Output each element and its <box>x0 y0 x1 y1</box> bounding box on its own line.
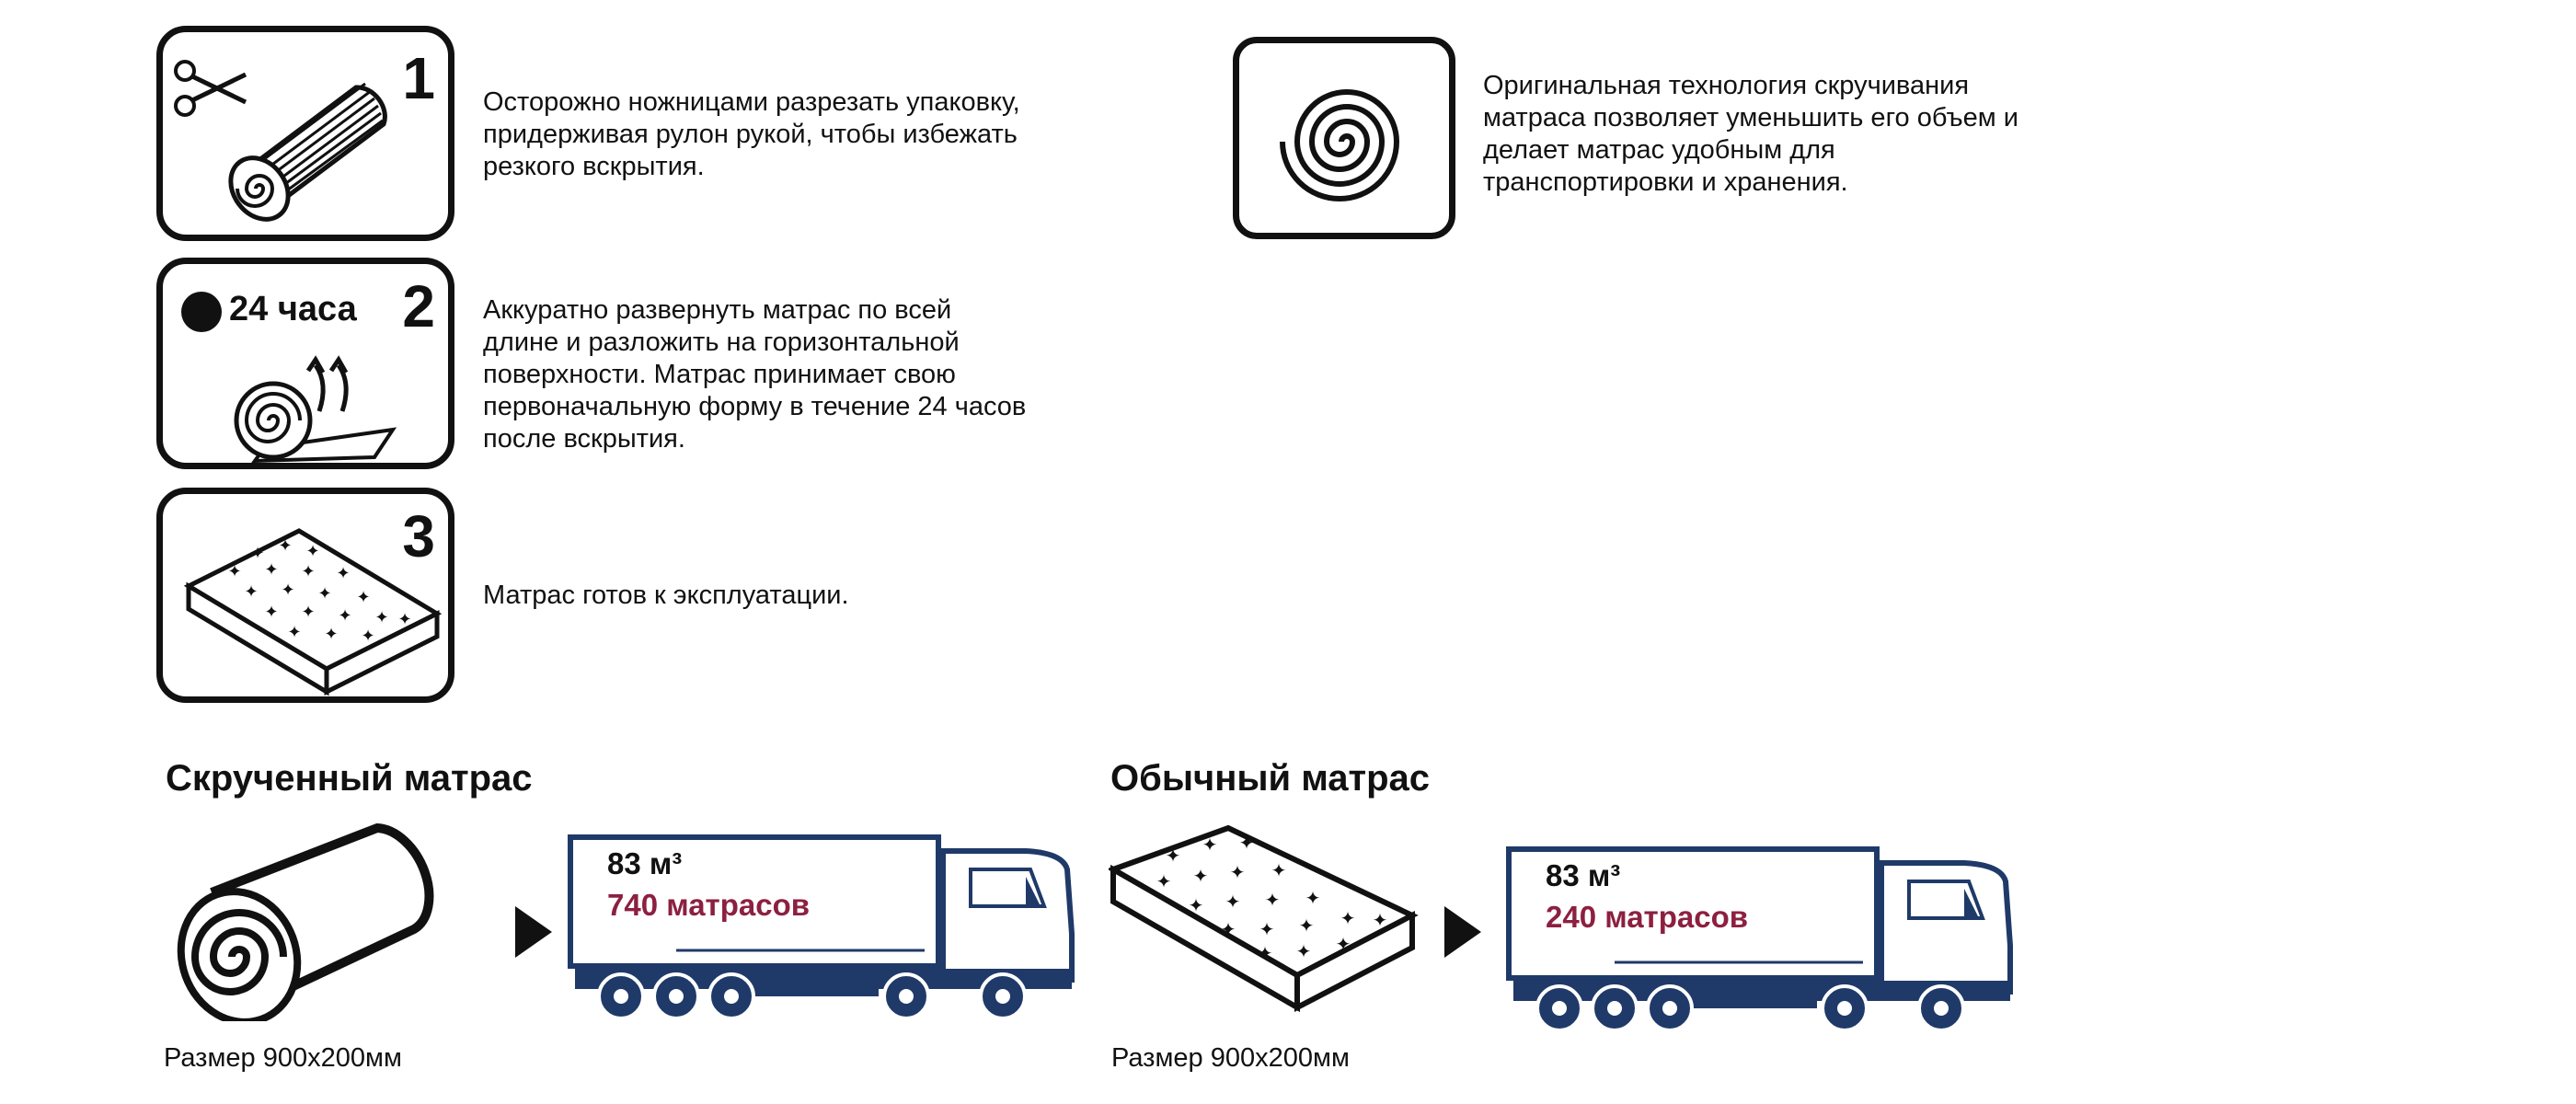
step-1-number: 1 <box>402 45 435 111</box>
step-1-text-line: резкого вскрытия. <box>483 152 705 181</box>
truck-rolled: 83 м³ 740 матрасов <box>568 834 1075 1020</box>
flat-size: Размер 900х200мм <box>1111 1043 1350 1073</box>
svg-text:✦: ✦ <box>305 542 319 561</box>
svg-text:✦: ✦ <box>250 544 264 563</box>
rolled-mattress-icon <box>177 822 434 1021</box>
rolled-count: 740 матрасов <box>607 888 810 922</box>
rolled-mattress-icon <box>228 82 387 222</box>
svg-text:✦: ✦ <box>1166 845 1181 867</box>
svg-text:✦: ✦ <box>356 588 370 607</box>
arrow-right-icon <box>515 906 552 958</box>
technology-text-line: транспортировки и хранения. <box>1483 167 1848 197</box>
svg-text:✦: ✦ <box>374 608 388 627</box>
svg-text:✦: ✦ <box>397 610 411 629</box>
technology-text-line: Оригинальная технология скручивания <box>1483 71 1970 100</box>
step-2-text-line: длине и разложить на горизонтальной <box>483 328 960 357</box>
svg-text:✦: ✦ <box>1305 887 1321 909</box>
svg-text:✦: ✦ <box>1373 909 1388 931</box>
svg-text:✦: ✦ <box>1189 894 1204 916</box>
step-2-text: Аккуратно развернуть матрас по всей длин… <box>483 294 1072 455</box>
svg-text:✦: ✦ <box>1156 870 1172 892</box>
svg-text:✦: ✦ <box>1258 942 1273 964</box>
technology-text-line: делает матрас удобным для <box>1483 135 1835 165</box>
svg-text:✦: ✦ <box>1193 865 1209 887</box>
svg-text:✦: ✦ <box>1259 918 1275 940</box>
spiral-icon <box>1280 89 1400 201</box>
step-2-text-line: после вскрытия. <box>483 424 685 454</box>
step-2-badge: 24 часа <box>229 290 357 328</box>
step-3-number: 3 <box>402 503 435 569</box>
svg-text:✦: ✦ <box>301 603 315 622</box>
step-2-text-line: Аккуратно развернуть матрас по всей <box>483 295 952 325</box>
svg-text:✦: ✦ <box>264 603 278 622</box>
svg-text:✦: ✦ <box>281 581 294 600</box>
step-1-text-line: придерживая рулон рукой, чтобы избежать <box>483 120 1018 149</box>
arrow-right-icon <box>1444 906 1481 958</box>
step-1-card: 1 <box>156 26 454 241</box>
svg-text:✦: ✦ <box>264 560 278 580</box>
svg-text:✦: ✦ <box>317 584 331 604</box>
clock-dot-icon <box>181 292 222 332</box>
unrolling-mattress-icon <box>234 355 397 464</box>
svg-text:✦: ✦ <box>227 562 241 581</box>
svg-text:✦: ✦ <box>1239 832 1255 854</box>
svg-text:✦: ✦ <box>336 564 350 583</box>
step-3-text-line: Матрас готов к эксплуатации. <box>483 581 849 610</box>
svg-text:✦: ✦ <box>1265 889 1281 911</box>
flat-mattress-icon: ✦✦✦ ✦✦✦✦ ✦✦✦✦ ✦✦✦✦ ✦✦✦✦ <box>1109 824 1419 1013</box>
svg-text:✦: ✦ <box>1340 907 1356 929</box>
rolled-volume: 83 м³ <box>607 846 682 880</box>
flat-heading: Обычный матрас <box>1110 758 1431 799</box>
truck-flat: 83 м³ 240 матрасов <box>1506 846 2013 1032</box>
svg-text:✦: ✦ <box>324 625 338 644</box>
step-2-text-line: поверхности. Матрас принимает свою <box>483 360 956 389</box>
step-2-card: 2 24 часа <box>156 258 454 469</box>
rolled-size: Размер 900х200мм <box>164 1043 402 1073</box>
svg-text:✦: ✦ <box>1202 834 1218 856</box>
svg-text:✦: ✦ <box>1221 918 1236 940</box>
step-3-text: Матрас готов к эксплуатации. <box>483 580 1072 612</box>
svg-text:✦: ✦ <box>361 627 374 646</box>
technology-text-line: матраса позволяет уменьшить его объем и <box>1483 103 2018 132</box>
svg-text:✦: ✦ <box>287 623 301 642</box>
svg-text:✦: ✦ <box>1296 940 1312 962</box>
technology-text: Оригинальная технология скручивания матр… <box>1483 70 2127 199</box>
rolled-heading: Скрученный матрас <box>166 758 533 799</box>
step-2-number: 2 <box>402 273 435 339</box>
svg-text:✦: ✦ <box>1230 861 1246 883</box>
svg-text:✦: ✦ <box>1271 859 1287 881</box>
svg-text:✦: ✦ <box>278 536 292 556</box>
technology-card <box>1233 37 1455 239</box>
svg-text:✦: ✦ <box>1299 914 1315 937</box>
flat-mattress-icon: ✦✦✦ ✦✦✦✦ ✦✦✦✦ ✦✦✦✦ ✦✦✦✦ <box>183 528 443 696</box>
step-1-text: Осторожно ножницами разрезать упаковку, … <box>483 86 1072 183</box>
step-1-text-line: Осторожно ножницами разрезать упаковку, <box>483 87 1020 117</box>
scissors-icon <box>174 60 247 117</box>
step-3-card: 3 ✦✦✦ ✦✦✦✦ ✦✦✦✦ ✦✦✦✦ ✦✦✦✦ <box>156 488 454 703</box>
step-2-text-line: первоначальную форму в течение 24 часов <box>483 392 1027 421</box>
svg-text:✦: ✦ <box>338 606 351 626</box>
flat-count: 240 матрасов <box>1546 900 1748 934</box>
svg-text:✦: ✦ <box>1225 891 1241 913</box>
svg-text:✦: ✦ <box>1336 933 1351 955</box>
svg-text:✦: ✦ <box>244 582 258 602</box>
svg-text:✦: ✦ <box>301 562 315 581</box>
flat-volume: 83 м³ <box>1546 858 1620 892</box>
